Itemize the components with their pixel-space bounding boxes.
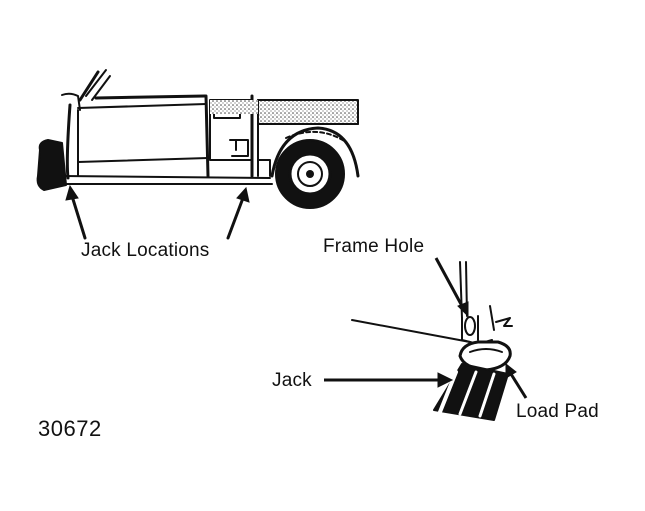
frame-hole-arrow	[434, 257, 469, 318]
jack-location-arrows	[65, 184, 250, 240]
figure-number: 30672	[38, 416, 102, 441]
jack-body	[433, 363, 509, 421]
jack-detail-illustration	[351, 261, 513, 421]
load-pad-label: Load Pad	[516, 401, 599, 422]
frame-hole-label: Frame Hole	[323, 236, 425, 257]
truck-illustration	[36, 69, 360, 209]
frame-hole	[464, 316, 476, 336]
jack-arrow	[324, 372, 454, 388]
jack-label: Jack	[272, 370, 312, 391]
front-bumper	[36, 139, 67, 191]
jack-locations-label: Jack Locations	[81, 240, 210, 261]
load-pad-arrow	[505, 362, 528, 399]
